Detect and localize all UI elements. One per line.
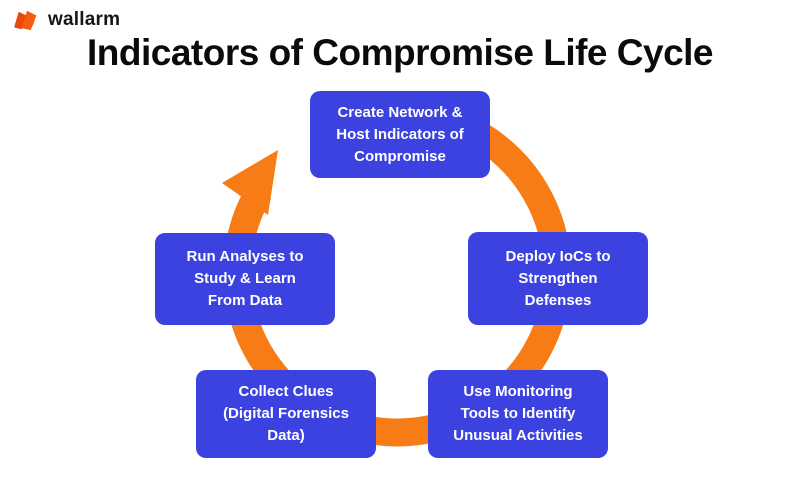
step-line: Deploy IoCs to xyxy=(505,247,611,265)
step-line: Unusual Activities xyxy=(453,427,583,444)
cycle-step-deploy-box: Deploy IoCs to Strengthen Defenses xyxy=(468,232,648,325)
step-line: Create Network & xyxy=(337,103,463,121)
step-line: Collect Clues xyxy=(238,383,334,400)
step-line: Study & Learn xyxy=(194,270,296,287)
step-line: Compromise xyxy=(354,147,446,165)
cycle-step-analyze-box: Run Analyses to Study & Learn From Data xyxy=(155,233,335,325)
step-line: (Digital Forensics xyxy=(223,405,349,422)
cycle-arrowhead-icon xyxy=(222,150,278,215)
wallarm-logo: wallarm xyxy=(13,8,120,32)
step-line: Host Indicators of xyxy=(336,125,464,143)
step-line: Run Analyses to xyxy=(186,248,304,265)
step-line: Data) xyxy=(267,427,305,444)
cycle-step-collect-box: Collect Clues (Digital Forensics Data) xyxy=(196,370,376,458)
step-line: From Data xyxy=(207,292,283,309)
wallarm-logo-text: wallarm xyxy=(48,9,121,30)
page-title: Indicators of Compromise Life Cycle xyxy=(86,32,714,73)
wallarm-logo-icon xyxy=(14,10,37,31)
step-line: Use Monitoring xyxy=(463,383,573,400)
step-line: Defenses xyxy=(524,291,592,309)
step-line: Tools to Identify xyxy=(460,405,576,422)
cycle-step-monitor-box: Use Monitoring Tools to Identify Unusual… xyxy=(428,370,608,458)
step-line: Strengthen xyxy=(518,269,598,287)
cycle-step-create-box: Create Network & Host Indicators of Comp… xyxy=(310,91,490,178)
